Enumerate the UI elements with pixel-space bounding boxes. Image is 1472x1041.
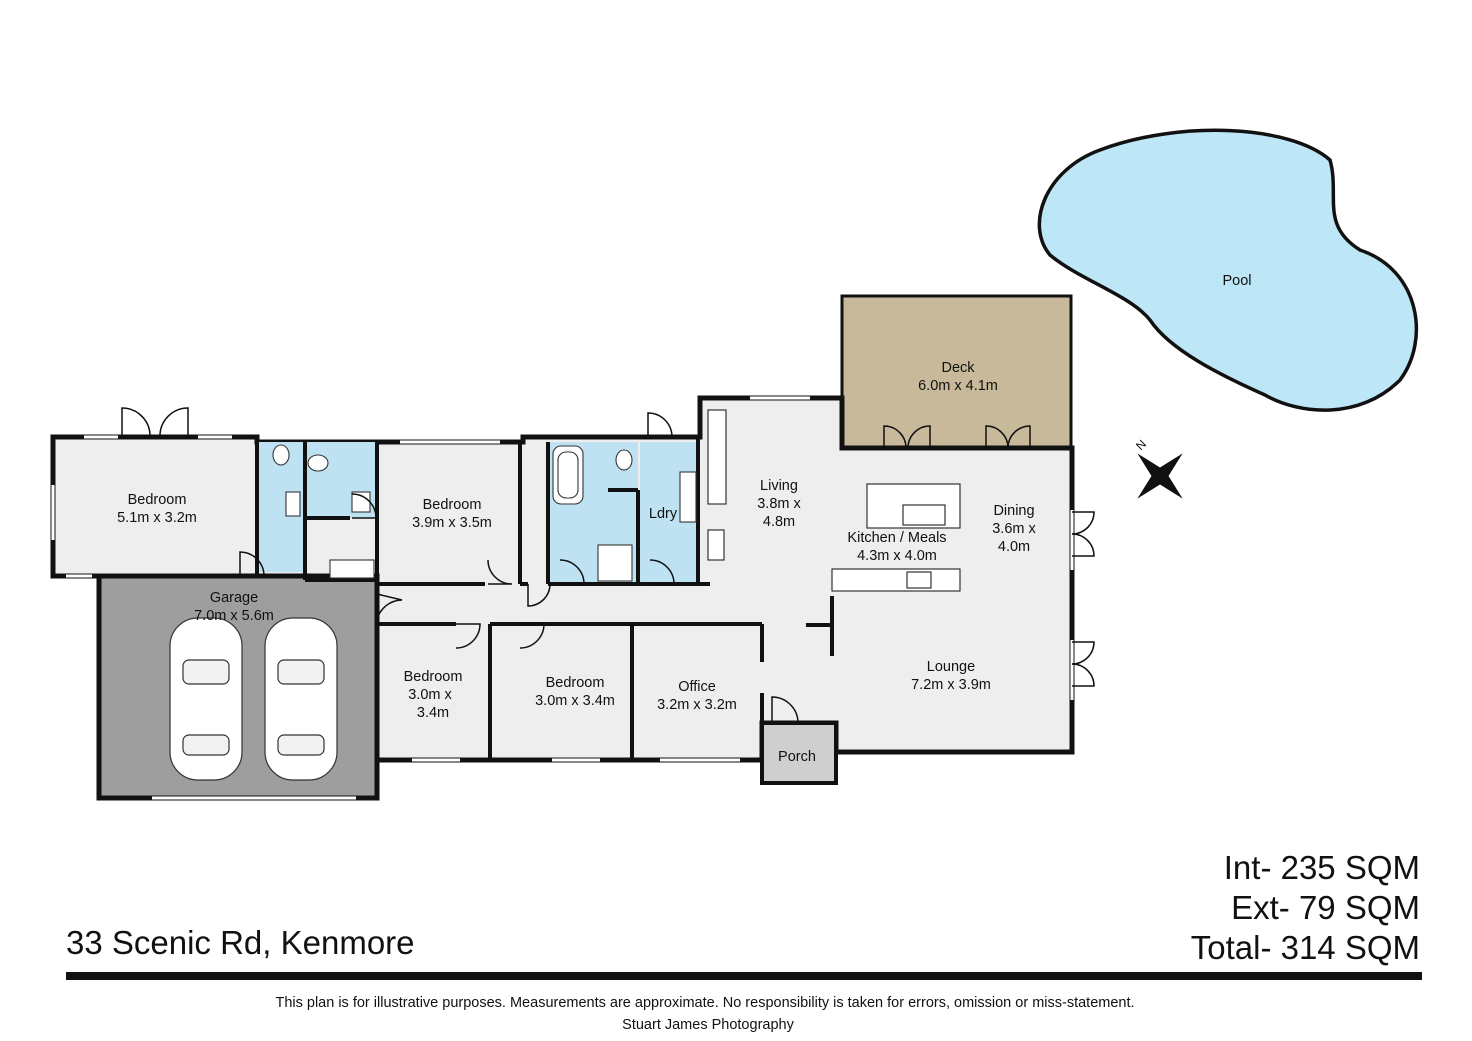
external-area: Ext- 79 SQM [1231,889,1420,926]
photography-credit: Stuart James Photography [622,1017,794,1033]
kitchen-benches [707,409,961,592]
pool-label: Pool [1222,273,1251,289]
lounge-label: Lounge [927,659,975,675]
porch-area [760,721,838,785]
bath-fixtures [272,444,697,582]
disclaimer: This plan is for illustrative purposes. … [275,995,1135,1011]
north-compass-icon [1137,453,1183,499]
area-summary: Int- 235 SQM Ext- 79 SQM Total- 314 SQM [1191,848,1420,968]
total-area: Total- 314 SQM [1190,929,1420,966]
lounge-size: 7.2m x 3.9m [911,677,991,693]
windows [51,396,1074,800]
dining-label: Dining [993,503,1034,519]
car-icon [169,617,243,781]
porch-label: Porch [778,749,816,765]
dining-size-line2: 4.0m [998,539,1030,555]
bedroom-south2-label: Bedroom [546,675,605,691]
living-size-line1: 3.8m x [757,496,801,512]
door-swings [121,407,1095,724]
car-icon [264,617,338,781]
garage-size: 7.0m x 5.6m [194,608,274,624]
deck-size: 6.0m x 4.1m [918,378,998,394]
bedroom-south2-size: 3.0m x 3.4m [535,693,615,709]
divider [66,972,1422,980]
bedroom-north-label: Bedroom [423,497,482,513]
living-size-line2: 4.8m [763,514,795,530]
interior-walls [255,437,834,760]
bedroom-west-size: 5.1m x 3.2m [117,510,197,526]
bedroom-south1-size-line2: 3.4m [417,705,449,721]
kitchen-size: 4.3m x 4.0m [857,548,937,564]
laundry-label: Ldry [649,506,678,522]
bedroom-west-label: Bedroom [128,492,187,508]
garage-label: Garage [210,590,258,606]
deck-area [840,294,1073,450]
dining-size-line1: 3.6m x [992,521,1036,537]
office-size: 3.2m x 3.2m [657,697,737,713]
compass-north-label: N [1133,437,1149,453]
pool-shape [1037,128,1419,412]
bedroom-south1-size-line1: 3.0m x [408,687,452,703]
office-label: Office [678,679,716,695]
bedroom-south1-label: Bedroom [404,669,463,685]
kitchen-label: Kitchen / Meals [847,530,946,546]
internal-area: Int- 235 SQM [1223,849,1420,886]
deck-label: Deck [941,360,975,376]
property-address: 33 Scenic Rd, Kenmore [66,924,415,961]
bedroom-north-size: 3.9m x 3.5m [412,515,492,531]
living-label: Living [760,478,798,494]
